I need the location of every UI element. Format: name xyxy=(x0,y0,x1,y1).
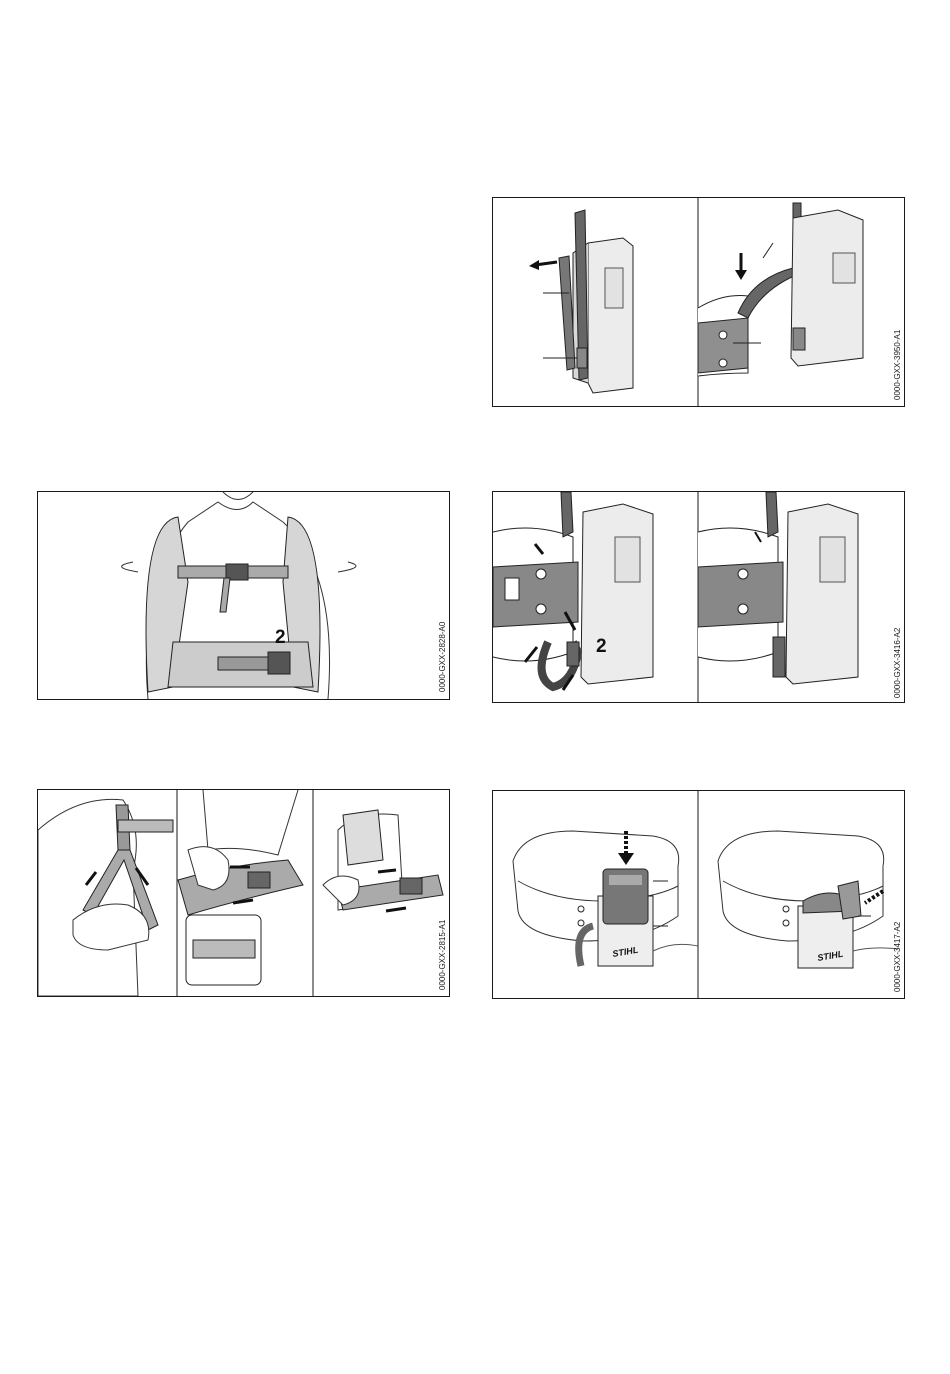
arrow-icon xyxy=(529,260,557,270)
harness-adjust-illustration xyxy=(38,790,449,996)
figure-code: 0000-GXX-3950-A1 xyxy=(893,330,902,400)
belt-attach-illustration xyxy=(493,492,904,702)
buckle-icon xyxy=(248,872,270,888)
callout-number: 2 xyxy=(596,636,607,658)
figure-code: 0000-GXX-3416-A2 xyxy=(893,628,902,698)
harness-front-illustration xyxy=(38,492,449,699)
figure-belt-attach: 2 0000-GXX-3416-A2 xyxy=(492,491,905,703)
battery-strap-illustration xyxy=(493,198,904,406)
buckle-icon xyxy=(400,878,422,894)
figure-battery-strap: 0000-GXX-3950-A1 xyxy=(492,197,905,407)
battery-icon xyxy=(603,869,648,924)
figure-harness-front: 2 0000-GXX-2828-A0 xyxy=(37,491,450,700)
buckle-icon xyxy=(268,652,290,674)
callout-number: 2 xyxy=(275,627,286,649)
figure-harness-adjust: 0000-GXX-2815-A1 xyxy=(37,789,450,997)
arrow-icon xyxy=(735,253,747,280)
figure-battery-pouch: STIHL STIHL 0000-GXX-3417-A2 xyxy=(492,790,905,999)
figure-code: 0000-GXX-2815-A1 xyxy=(438,920,447,990)
figure-code: 0000-GXX-3417-A2 xyxy=(893,922,902,992)
figure-code: 0000-GXX-2828-A0 xyxy=(438,622,447,692)
battery-pouch-illustration: STIHL STIHL xyxy=(493,791,904,998)
